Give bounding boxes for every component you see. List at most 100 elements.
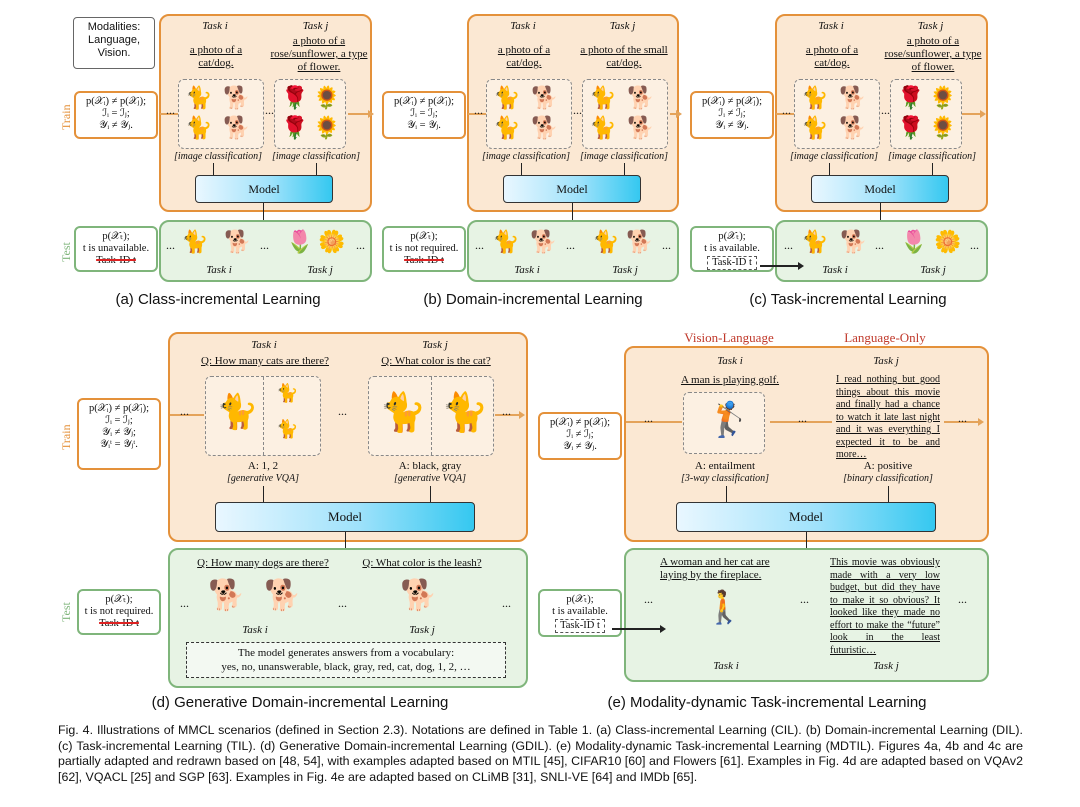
dog-icon: 🐕 — [208, 579, 246, 612]
task-j-desc: a photo of a rose/sunflower, a type of f… — [884, 35, 982, 73]
ellipsis: ... — [475, 238, 484, 252]
figure-caption: Fig. 4. Illustrations of MMCL scenarios … — [58, 723, 1023, 784]
test-i-desc: A woman and her cat are laying by the fi… — [660, 556, 770, 581]
arrow — [263, 203, 265, 220]
notation-line: p(𝒳ₜ); — [410, 231, 438, 242]
flow-arrow — [626, 421, 682, 423]
task-i-title: Task i — [717, 355, 743, 367]
note-i: [image classification] — [481, 151, 571, 162]
task-i-title: Task i — [818, 20, 844, 32]
test-box — [775, 220, 988, 282]
train-notation: p(𝒳ᵢ) ≠ p(𝒳ⱼ); ℐᵢ ≠ ℐⱼ; 𝒴ᵢ ≠ 𝒴ⱼ. — [690, 91, 774, 139]
modalities-box: Modalities: Language, Vision. — [73, 17, 155, 69]
notation-line: t is available. — [704, 243, 760, 254]
ellipsis: ... — [166, 238, 175, 252]
test-box — [467, 220, 679, 282]
task-id-strike: Task-ID t — [96, 255, 136, 266]
rose-icon: 🌷 — [286, 229, 314, 254]
note-j: [generative VQA] — [394, 473, 466, 484]
vocabulary-box: The model generates answers from a vocab… — [186, 642, 506, 678]
caption-c: (c) Task-incremental Learning — [749, 291, 947, 308]
test-notation: p(𝒳ₜ); t is not required. Task-ID t — [77, 589, 161, 635]
caption-e: (e) Modality-dynamic Task-incremental Le… — [607, 694, 927, 711]
cat-icon: 🐈 — [276, 419, 299, 439]
dog-icon: 🐕 — [223, 115, 251, 140]
notation-line: p(𝒳ᵢ) ≠ p(𝒳ⱼ); — [85, 96, 147, 107]
sunflower-icon: 🌻 — [929, 85, 957, 110]
model-button[interactable]: Model — [811, 175, 949, 203]
model-button[interactable]: Model — [215, 502, 475, 532]
cat-icon: 🐈 — [276, 383, 299, 403]
notation-line: p(𝒳ₜ); — [566, 594, 594, 605]
arrow — [521, 163, 523, 175]
arrow — [213, 163, 215, 175]
flow-arrow — [170, 414, 204, 416]
cat-icon: 🐈 — [589, 85, 617, 110]
test-box — [159, 220, 372, 282]
cat-icon: 🐈 — [492, 229, 520, 254]
arrow — [760, 265, 800, 267]
ellipsis: ... — [875, 238, 884, 252]
train-notation: p(𝒳ᵢ) ≠ p(𝒳ⱼ); ℐᵢ = ℐⱼ; 𝒴ᵢ ≠ 𝒴ⱼ. — [74, 91, 158, 139]
flow-arrow — [160, 113, 178, 115]
notation-line: ℐᵢ = ℐⱼ; — [410, 108, 438, 119]
ellipsis: ... — [338, 596, 347, 610]
notation-line: p(𝒳ᵢ) ≠ p(𝒳ⱼ); — [393, 96, 455, 107]
arrow — [888, 486, 890, 502]
test-task-i: Task i — [822, 264, 848, 276]
note-i: [image classification] — [173, 151, 263, 162]
flow-arrow — [770, 421, 832, 423]
model-button[interactable]: Model — [503, 175, 641, 203]
rose-icon: 🌹 — [281, 85, 309, 110]
test-task-i: Task i — [242, 624, 268, 636]
model-button[interactable]: Model — [195, 175, 333, 203]
task-id-box: Task-ID t — [707, 256, 757, 270]
task-i-images: 🐈 🐈 🐈 — [205, 376, 321, 456]
ellipsis: ... — [502, 404, 511, 418]
test-question-i: Q: How many dogs are there? — [197, 557, 329, 569]
arrow — [612, 628, 662, 630]
task-j-images: 🌹 🌻 🌹 🌻 — [890, 79, 962, 149]
cat-icon: 🐈 — [493, 115, 521, 140]
rose-icon: 🌷 — [900, 229, 928, 254]
flow-arrow — [348, 113, 370, 115]
ellipsis: ... — [798, 411, 807, 425]
cat-icon: 🐈 — [801, 229, 829, 254]
dog-icon: 🐕 — [839, 115, 867, 140]
ellipsis: ... — [644, 411, 653, 425]
cat-icon: 🐈 — [185, 85, 213, 110]
notation-line: 𝒴ᵢ ≠ 𝒴ⱼ. — [715, 120, 749, 131]
test-task-i: Task i — [514, 264, 540, 276]
train-notation: p(𝒳ᵢ) ≠ p(𝒳ⱼ); ℐᵢ ≠ ℐⱼ; 𝒴ᵢ ≠ 𝒴ⱼ. — [538, 412, 622, 460]
ellipsis: ... — [958, 411, 967, 425]
test-label: Test — [59, 242, 73, 262]
task-i-image: 🏌 — [683, 392, 765, 454]
model-button[interactable]: Model — [676, 502, 936, 532]
review-j: I read nothing but good things about thi… — [836, 374, 940, 460]
notation-line: ℐᵢ = ℐⱼ; — [102, 108, 130, 119]
notation-line: t is available. — [552, 606, 608, 617]
ellipsis: ... — [180, 404, 189, 418]
dog-icon: 🐕 — [530, 229, 558, 254]
caption-d: (d) Generative Domain-incremental Learni… — [151, 694, 449, 711]
task-i-desc: A man is playing golf. — [680, 374, 780, 386]
arrow — [263, 486, 265, 502]
task-i-images: 🐈 🐕 🐈 🐕 — [486, 79, 572, 149]
arrow-head — [798, 262, 804, 270]
ellipsis: ... — [356, 238, 365, 252]
test-notation: p(𝒳ₜ); t is available. Task-ID t — [538, 589, 622, 637]
task-i-desc: a photo of a cat/dog. — [497, 44, 551, 69]
test-notation: p(𝒳ₜ); t is unavailable. Task-ID t — [74, 226, 158, 272]
ellipsis: ... — [502, 596, 511, 610]
flow-arrow — [776, 113, 794, 115]
task-i-desc: a photo of a cat/dog. — [805, 44, 859, 69]
notation-line: 𝒴ᵢᵗ = 𝒴ⱼᵗ. — [100, 439, 138, 450]
answer-i: A: entailment — [694, 460, 756, 472]
task-i-images: 🐈 🐕 🐈 🐕 — [178, 79, 264, 149]
arrow — [316, 163, 318, 175]
arrow — [572, 203, 574, 220]
notation-line: 𝒴ᵢ = 𝒴ⱼ. — [407, 120, 441, 131]
ellipsis: ... — [782, 103, 791, 117]
modalities-line1: Modalities: — [87, 21, 141, 33]
vocab-line1: The model generates answers from a vocab… — [237, 647, 455, 659]
